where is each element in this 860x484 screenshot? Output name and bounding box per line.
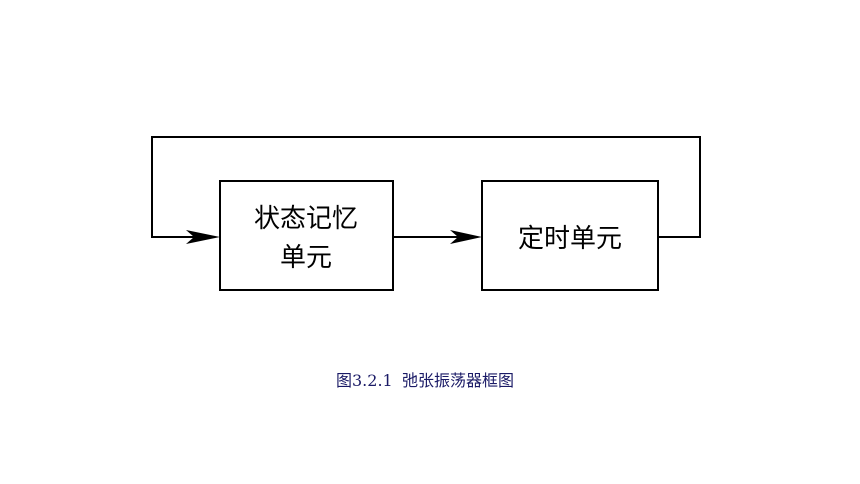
memory-unit-label-line1: 状态记忆	[254, 204, 358, 234]
timing-unit-label: 定时单元	[518, 224, 622, 254]
memory-unit-block: 状态记忆 单元	[219, 180, 394, 291]
figure-number: 图3.2.1	[336, 371, 393, 390]
figure-title: 弛张振荡器框图	[402, 371, 514, 390]
forward-arrowhead	[450, 230, 482, 244]
memory-unit-box	[219, 180, 394, 291]
feedback-wire	[151, 136, 701, 238]
timing-unit-box	[481, 180, 659, 291]
timing-unit-block: 定时单元	[481, 180, 659, 291]
feedback-arrowhead	[186, 230, 220, 244]
memory-unit-label-line2: 单元	[280, 243, 332, 273]
figure-caption: 图3.2.1 弛张振荡器框图	[336, 371, 514, 390]
